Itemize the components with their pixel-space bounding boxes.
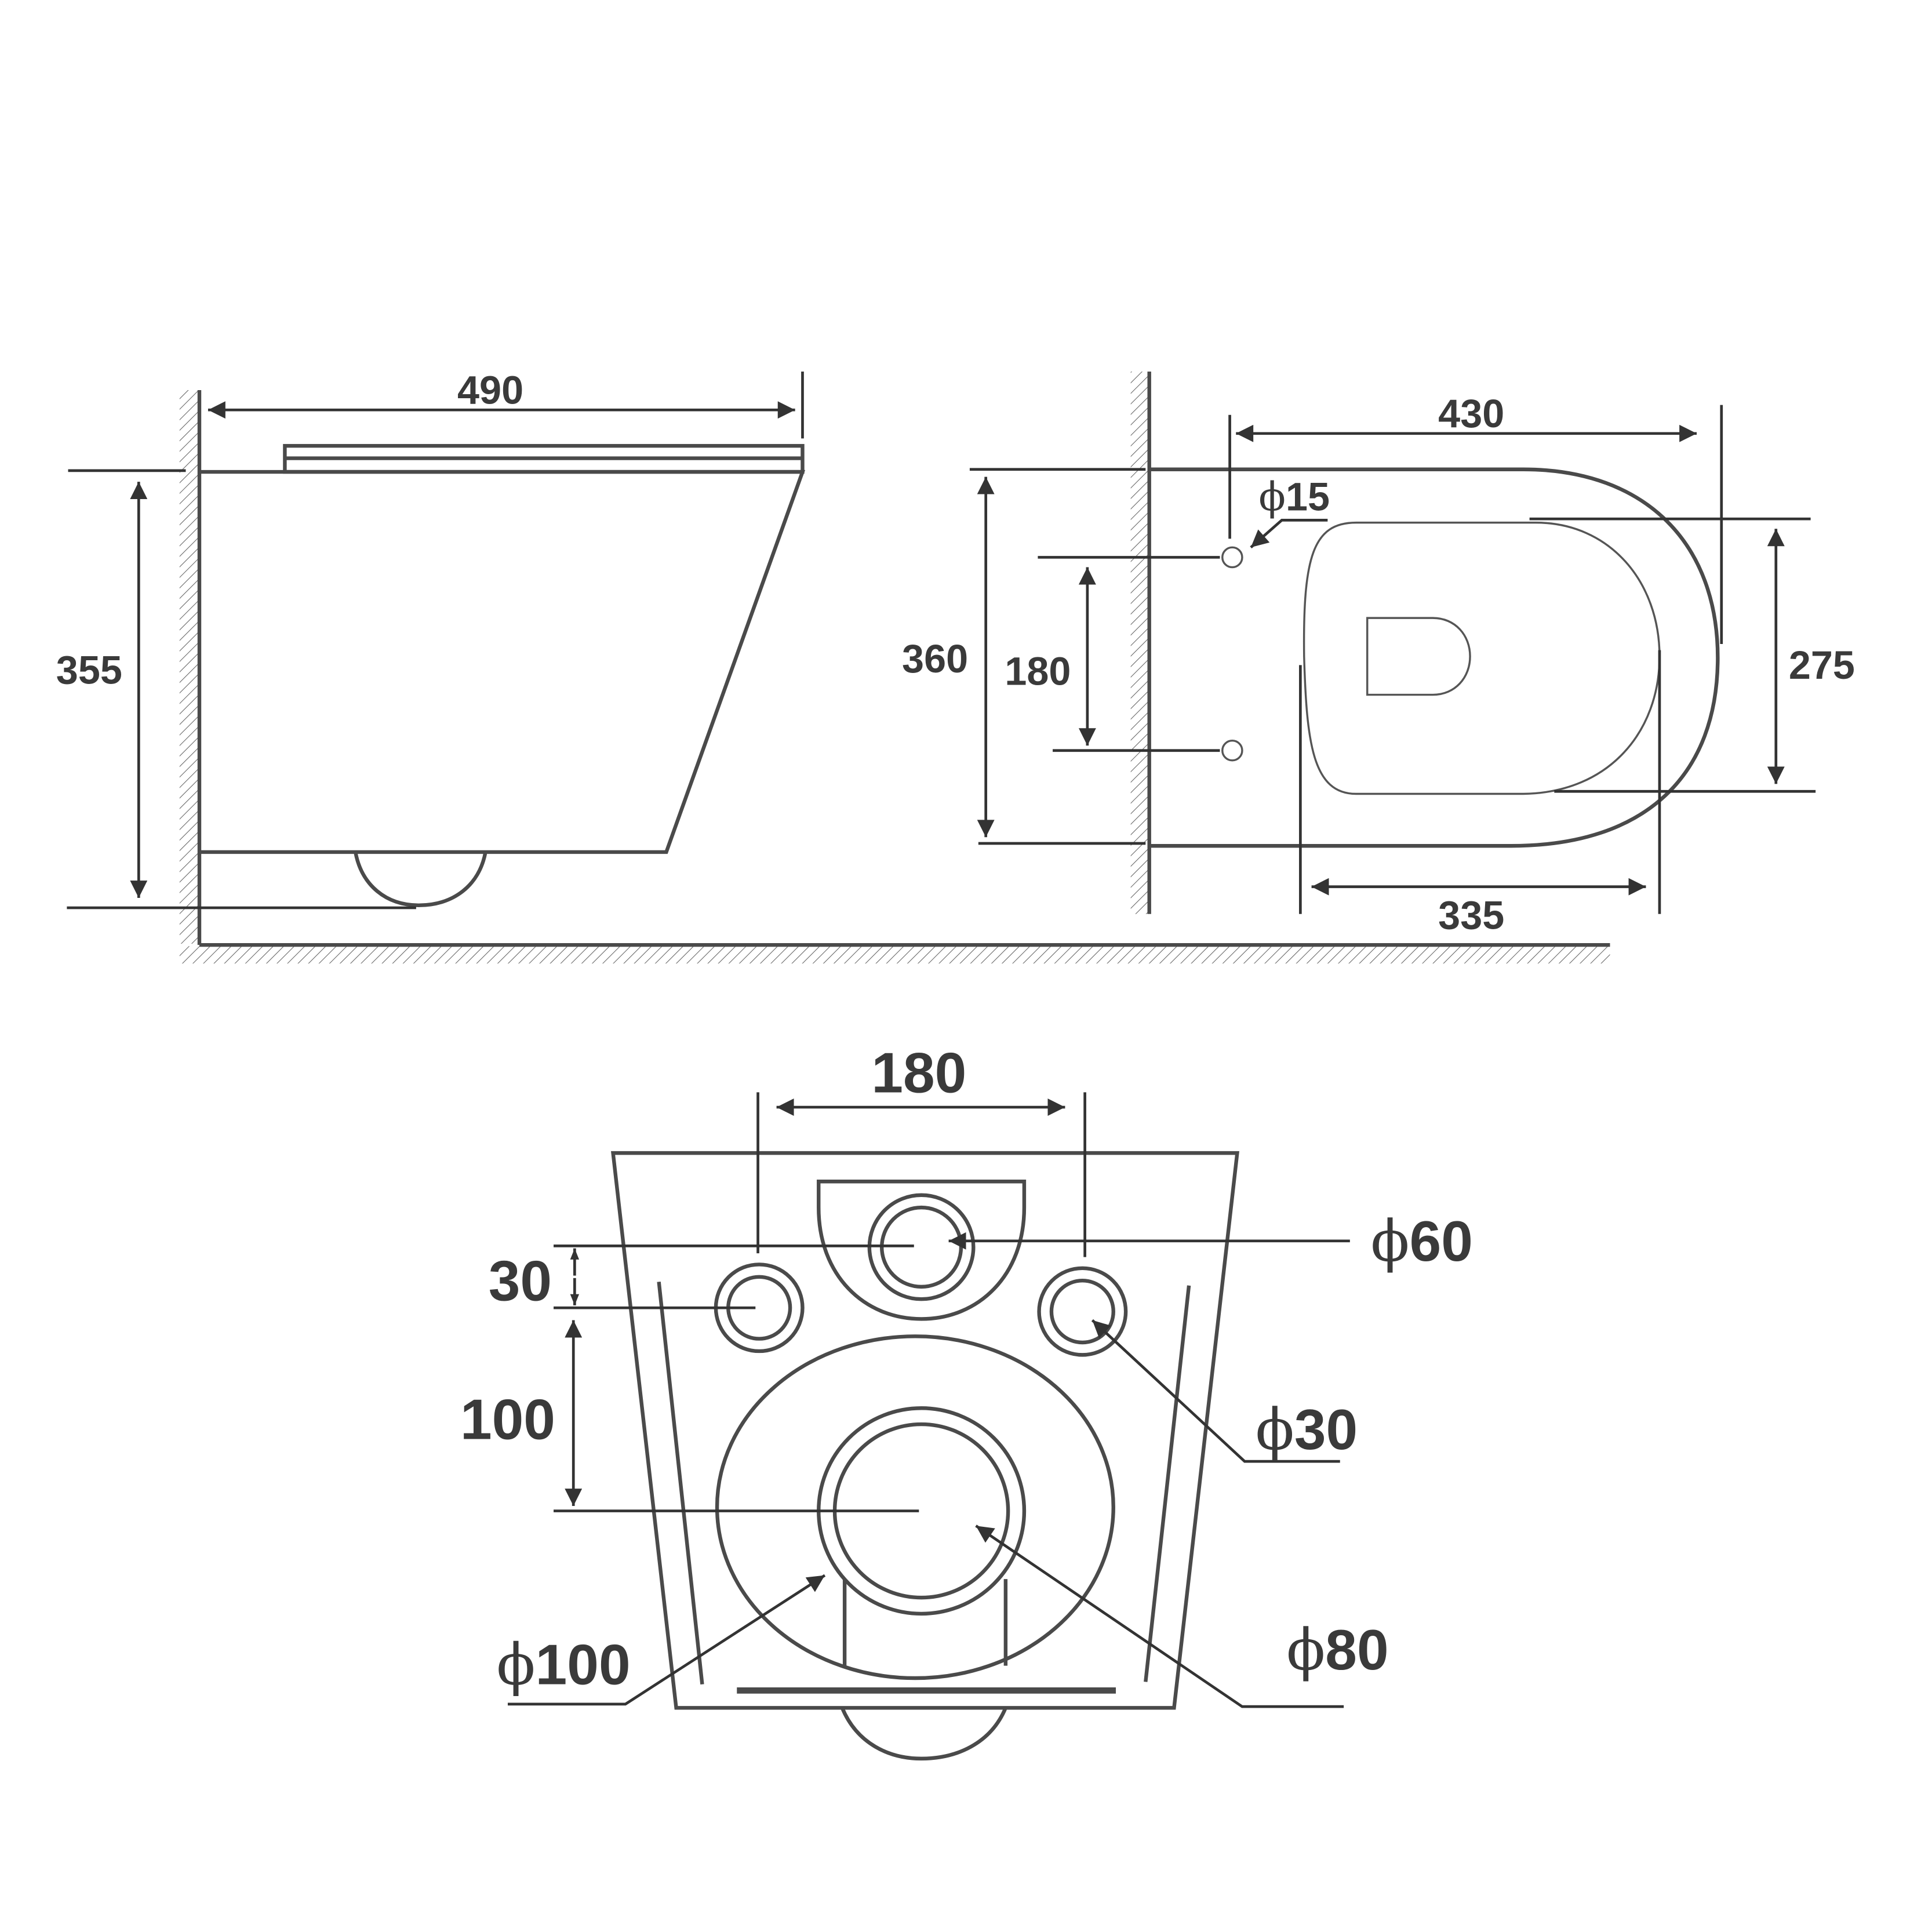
flush-opening: [1366, 617, 1471, 696]
side-view: 490 355: [56, 369, 1610, 964]
top-view: 430 ϕ15 360 180 275 335: [902, 371, 1855, 937]
bolt-hole-bottom: [1221, 739, 1243, 762]
bowl-body: [201, 470, 806, 854]
wall-hatch: [1130, 371, 1149, 914]
phi100-label: ϕ100: [497, 1632, 631, 1698]
rear-outline: [610, 1151, 1239, 1710]
dim-100-label: 100: [460, 1388, 555, 1451]
diameter-symbol: ϕ: [1256, 1397, 1294, 1463]
dim-335-label: 335: [1438, 893, 1504, 937]
phi80-value: 80: [1325, 1618, 1388, 1682]
phi60-label: ϕ60: [1371, 1209, 1473, 1275]
diameter-symbol: ϕ: [1258, 474, 1286, 520]
phi15-label: ϕ15: [1258, 474, 1330, 520]
phi80-leader: [975, 1525, 1344, 1708]
phi30-label: ϕ30: [1256, 1397, 1358, 1463]
dim-275-label: 275: [1789, 643, 1855, 687]
rear-view: 180 ϕ60 30 100 ϕ30 ϕ80 ϕ100: [460, 1040, 1473, 1761]
phi80-label: ϕ80: [1286, 1617, 1388, 1683]
phi30-value: 30: [1294, 1398, 1358, 1461]
phi60-value: 60: [1410, 1209, 1473, 1273]
floor-hatch: [179, 946, 1610, 964]
inner-edge-left: [657, 1281, 704, 1685]
dim-30-label: 30: [489, 1249, 552, 1312]
rear-trap: [840, 1707, 1007, 1761]
diameter-symbol: ϕ: [497, 1632, 536, 1698]
dim-r180-label: 180: [871, 1040, 966, 1104]
dim-355-label: 355: [56, 648, 122, 692]
outlet-surround: [715, 1334, 1115, 1680]
seat-outline: [1302, 521, 1661, 795]
bolt-hole-top: [1221, 546, 1243, 569]
phi100-leader: [507, 1574, 826, 1706]
phi100-value: 100: [536, 1633, 631, 1697]
inner-edge-right: [1144, 1285, 1191, 1682]
dim-490-label: 490: [457, 369, 523, 413]
inlet-recess: [817, 1180, 1027, 1321]
phi30-leader: [1091, 1319, 1340, 1463]
trap: [354, 852, 487, 908]
bowl-outline: [1149, 467, 1720, 848]
dim-430-label: 430: [1438, 392, 1504, 436]
wall-hatch: [179, 390, 198, 944]
phi15-value: 15: [1286, 475, 1330, 519]
phi15-leader: [1250, 518, 1328, 549]
diameter-symbol: ϕ: [1371, 1209, 1410, 1275]
dim-360-label: 360: [902, 637, 968, 681]
dim-180-label: 180: [1005, 650, 1071, 694]
diameter-symbol: ϕ: [1286, 1617, 1325, 1683]
bolt-hole-right-inner: [1049, 1278, 1115, 1345]
bolt-hole-right-outer: [1037, 1266, 1128, 1357]
